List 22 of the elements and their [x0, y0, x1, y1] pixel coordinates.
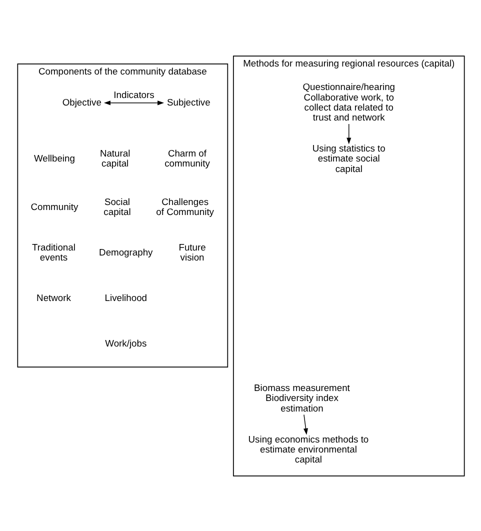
node-text: Biomass measurement Biodiversity index estimation	[254, 382, 350, 413]
node-text: Objective	[62, 96, 101, 107]
arrow	[303, 414, 308, 434]
label: Challenges of Community	[156, 196, 214, 217]
node-text: Questionnaire/hearing Collaborative work, to collect data related to trust and network	[302, 82, 395, 122]
label: Natural capital	[99, 148, 130, 168]
node-text: Using economics methods to estimate environmental capital	[248, 434, 368, 464]
label: Wellbeing	[33, 153, 74, 164]
node-text: Using statistics to estimate social capital	[312, 143, 385, 174]
label: Community	[30, 202, 78, 212]
label: Work/jobs	[104, 338, 146, 348]
label: Network	[36, 292, 70, 302]
label: Traditional events	[32, 242, 75, 262]
arrow	[346, 123, 351, 144]
arrow	[103, 100, 164, 105]
label: Charm of community	[164, 148, 210, 168]
edge-label: Indicators	[113, 90, 154, 100]
label: Demography	[98, 246, 152, 257]
label: Livelihood	[104, 292, 147, 302]
label: Social capital	[103, 196, 130, 217]
label: Future vision	[178, 242, 206, 262]
node-text: Subjective	[166, 96, 210, 107]
